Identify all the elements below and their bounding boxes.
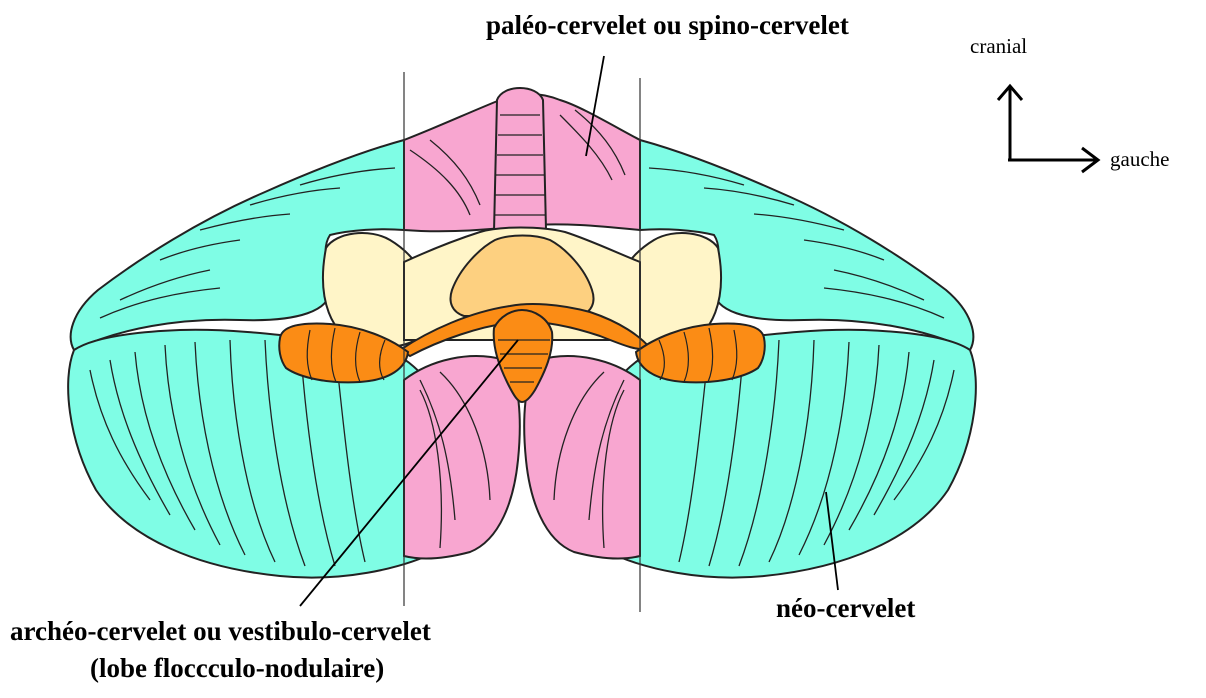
vermis-top <box>494 88 546 232</box>
right-tonsil-paleo <box>524 356 640 559</box>
orientation-arrows <box>998 86 1098 172</box>
cranial-arrow <box>998 86 1022 160</box>
cranial-direction-label: cranial <box>970 34 1027 59</box>
neo-cerebellum-label: néo-cervelet <box>776 593 915 624</box>
archeo-cerebellum-label: archéo-cervelet ou vestibulo-cervelet <box>10 616 431 647</box>
paleo-cerebellum-label: paléo-cervelet ou spino-cervelet <box>486 10 849 41</box>
gauche-arrow <box>1008 148 1098 172</box>
gauche-direction-label: gauche <box>1110 147 1169 172</box>
archeo-cerebellum-sublabel: (lobe floccculo-nodulaire) <box>90 653 384 684</box>
